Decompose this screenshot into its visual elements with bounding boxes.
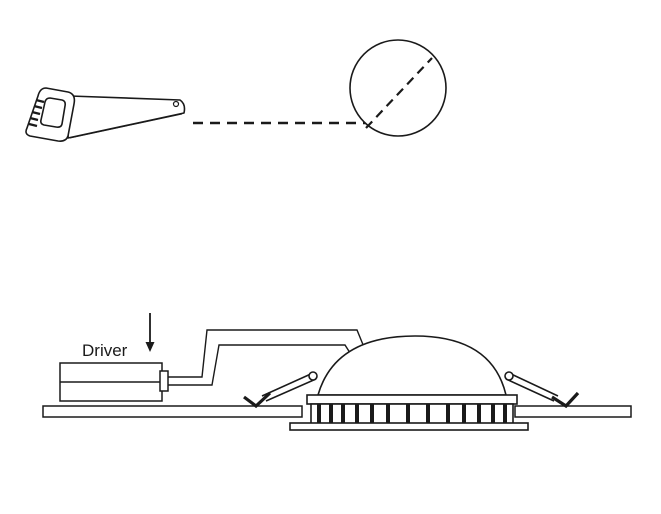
spring-clip-left xyxy=(243,371,318,409)
driver-connector xyxy=(159,370,169,392)
cut-circle-marker xyxy=(349,39,447,137)
saw-blade xyxy=(67,95,186,139)
driver-label: Driver xyxy=(82,341,128,360)
saw-grip-hole xyxy=(40,97,66,128)
cut-circle xyxy=(349,39,447,137)
saw-handle xyxy=(25,87,76,142)
saw-icon xyxy=(25,87,186,142)
cut-circle-diagonal-dashed xyxy=(365,57,433,129)
heat-sink-fins xyxy=(317,404,507,424)
driver-box xyxy=(59,362,169,402)
saw-hole xyxy=(172,100,180,108)
down-arrow-icon xyxy=(145,313,155,352)
trim-ring xyxy=(289,422,529,431)
dome-base xyxy=(306,394,518,405)
driver-wires xyxy=(168,329,367,386)
dome-light xyxy=(289,335,529,431)
ceiling-board xyxy=(42,405,632,418)
saw-teeth xyxy=(69,113,183,139)
dome-shell xyxy=(316,335,508,396)
ceiling-board-right xyxy=(514,405,632,418)
spring-clip-right xyxy=(504,371,580,409)
ceiling-board-left xyxy=(42,405,303,418)
saw-grip-ridges xyxy=(28,98,45,128)
